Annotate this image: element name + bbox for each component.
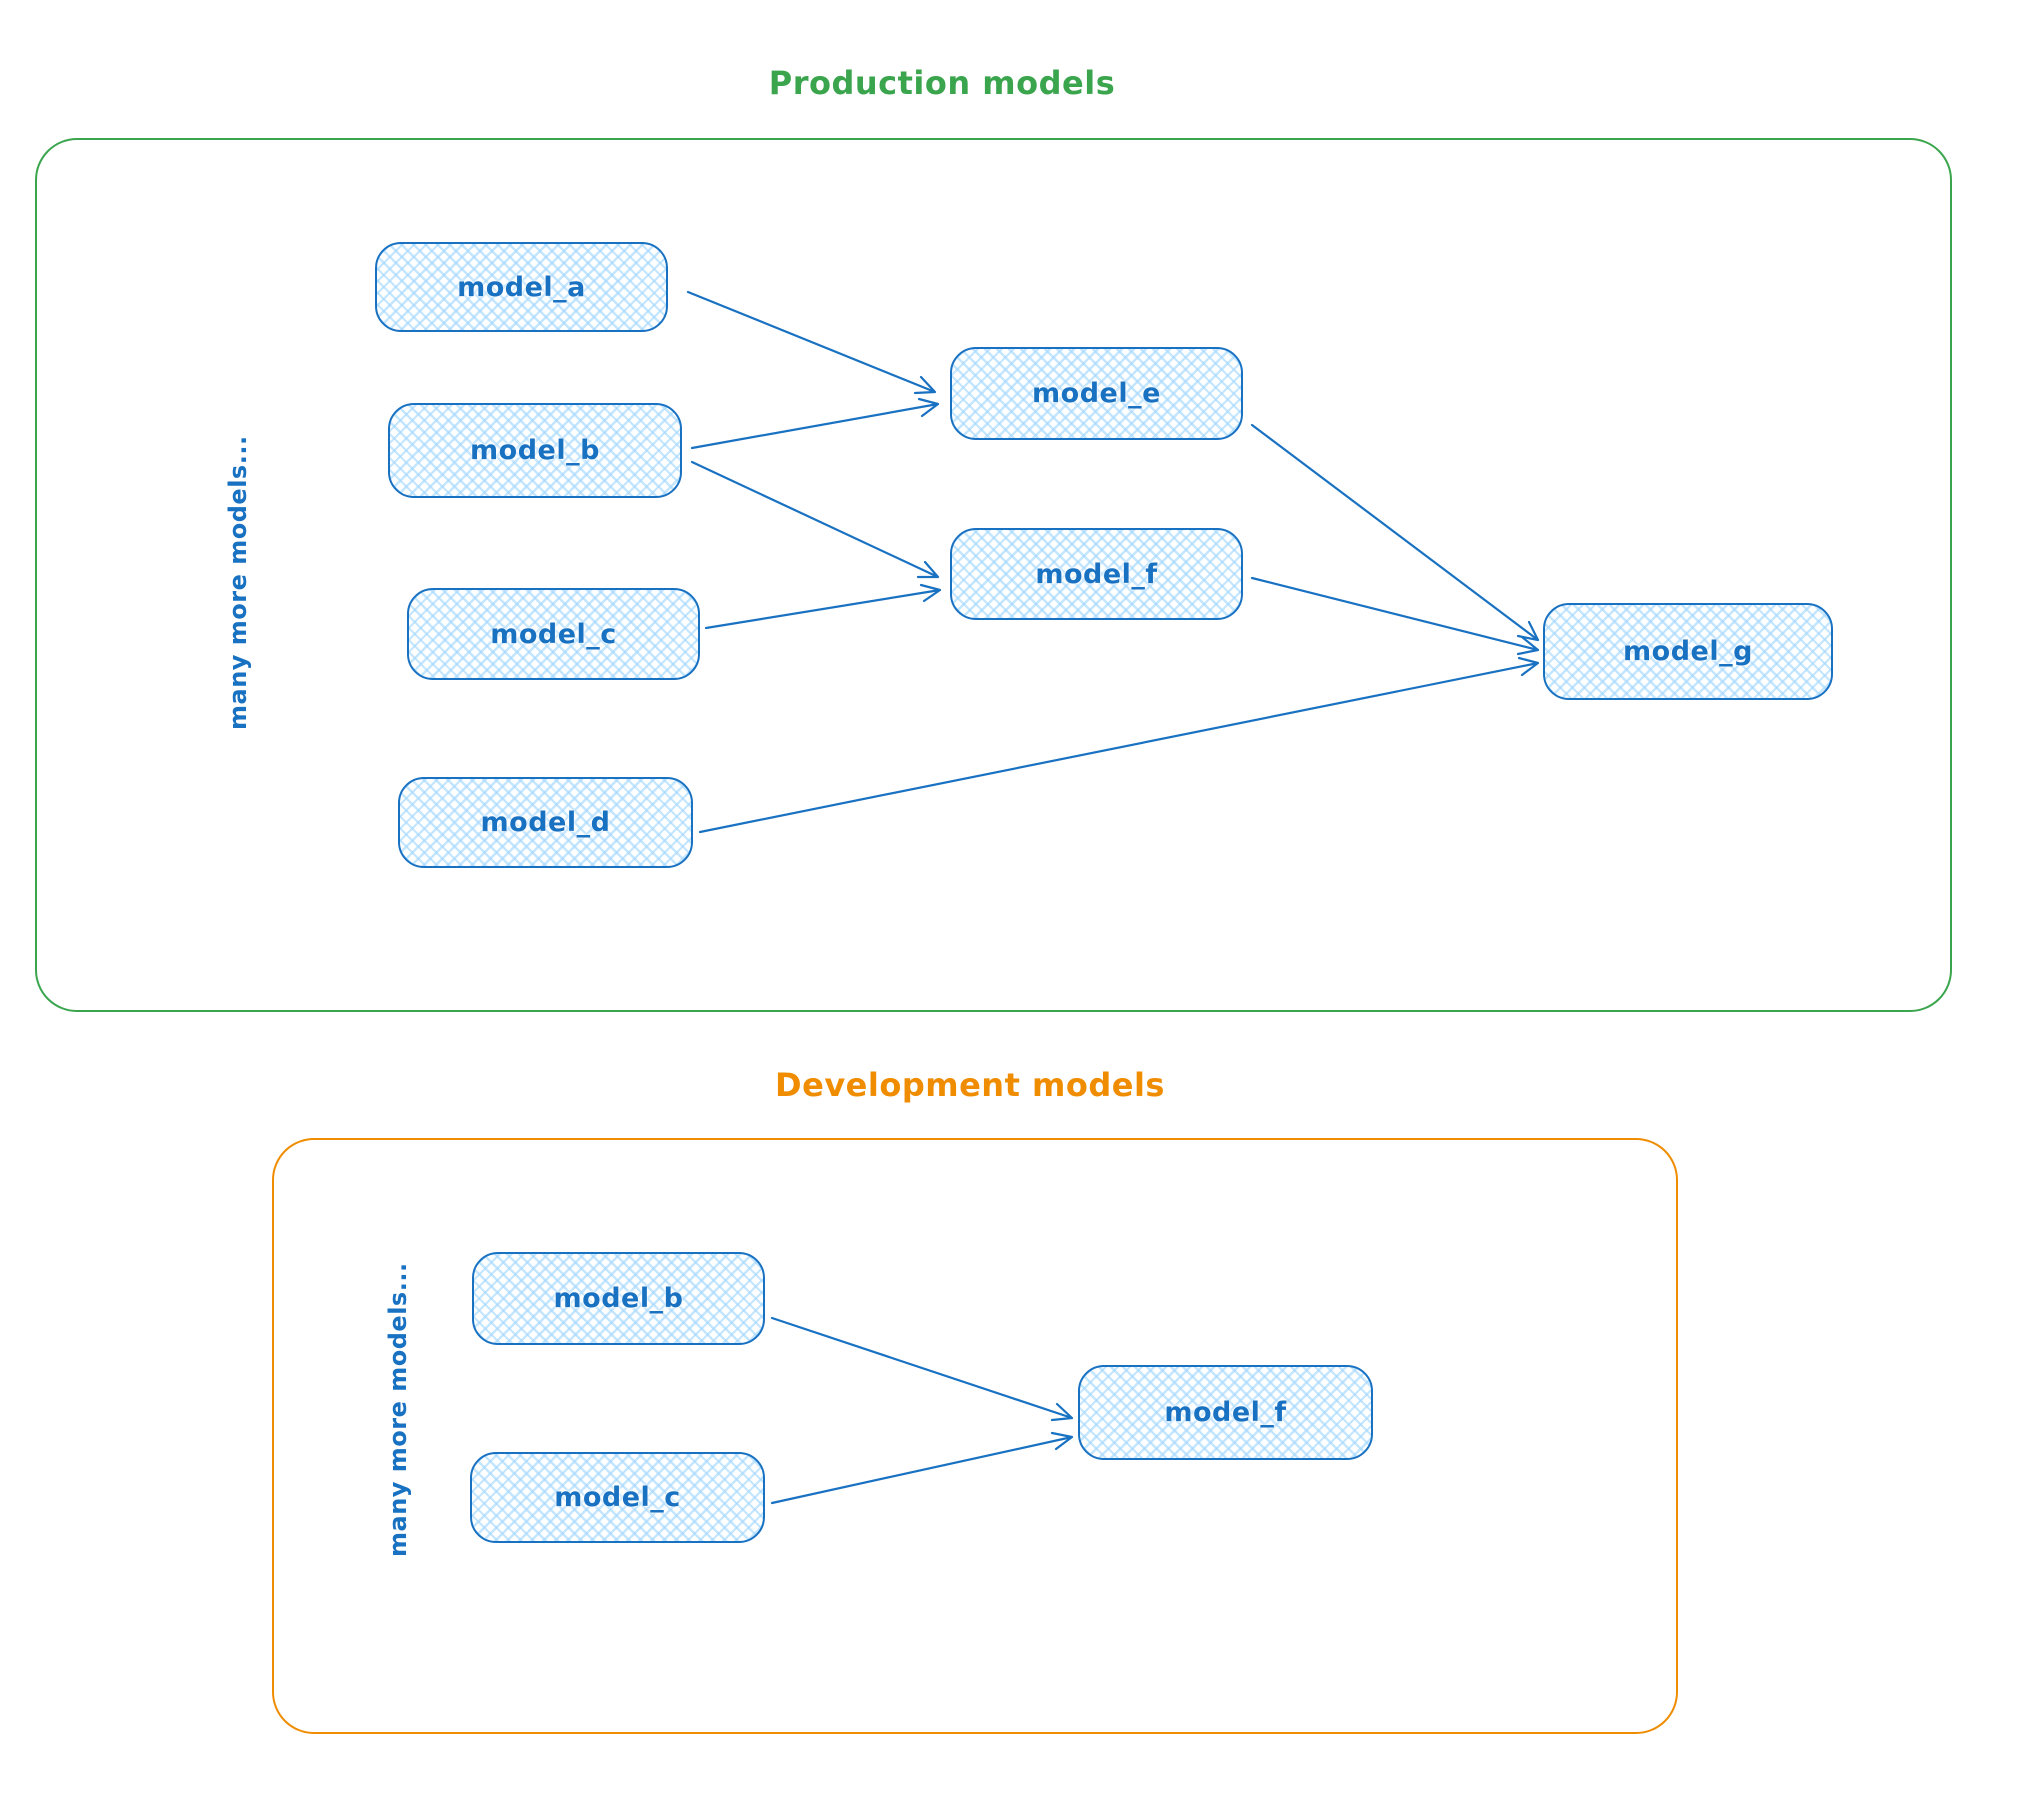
development-group-title: Development models (775, 1066, 1165, 1104)
node-model-c-dev-label: model_c (554, 1482, 681, 1513)
development-container[interactable] (272, 1138, 1678, 1734)
node-model-e-label: model_e (1032, 378, 1161, 409)
production-container[interactable] (35, 138, 1952, 1012)
node-model-a-production[interactable]: model_a (375, 242, 668, 332)
node-model-f-dev-label: model_f (1164, 1397, 1287, 1428)
node-model-g-production[interactable]: model_g (1543, 603, 1833, 700)
node-model-a-label: model_a (457, 271, 586, 303)
node-model-c-development[interactable]: model_c (470, 1452, 765, 1543)
node-model-f-label: model_f (1035, 558, 1158, 590)
node-model-c-label: model_c (490, 618, 617, 650)
node-model-f-development[interactable]: model_f (1078, 1365, 1373, 1460)
node-model-d-label: model_d (480, 807, 611, 838)
node-model-b-label: model_b (470, 435, 600, 466)
node-model-e-production[interactable]: model_e (950, 347, 1243, 440)
node-model-c-production[interactable]: model_c (407, 588, 700, 680)
node-model-d-production[interactable]: model_d (398, 777, 693, 868)
node-model-g-label: model_g (1623, 636, 1753, 667)
development-side-note: many more models... (384, 1262, 412, 1557)
node-model-b-production[interactable]: model_b (388, 403, 682, 498)
node-model-b-dev-label: model_b (553, 1283, 684, 1314)
node-model-f-production[interactable]: model_f (950, 528, 1243, 620)
node-model-b-development[interactable]: model_b (472, 1252, 765, 1345)
production-group-title: Production models (768, 64, 1116, 102)
production-side-note: many more models... (224, 435, 252, 730)
